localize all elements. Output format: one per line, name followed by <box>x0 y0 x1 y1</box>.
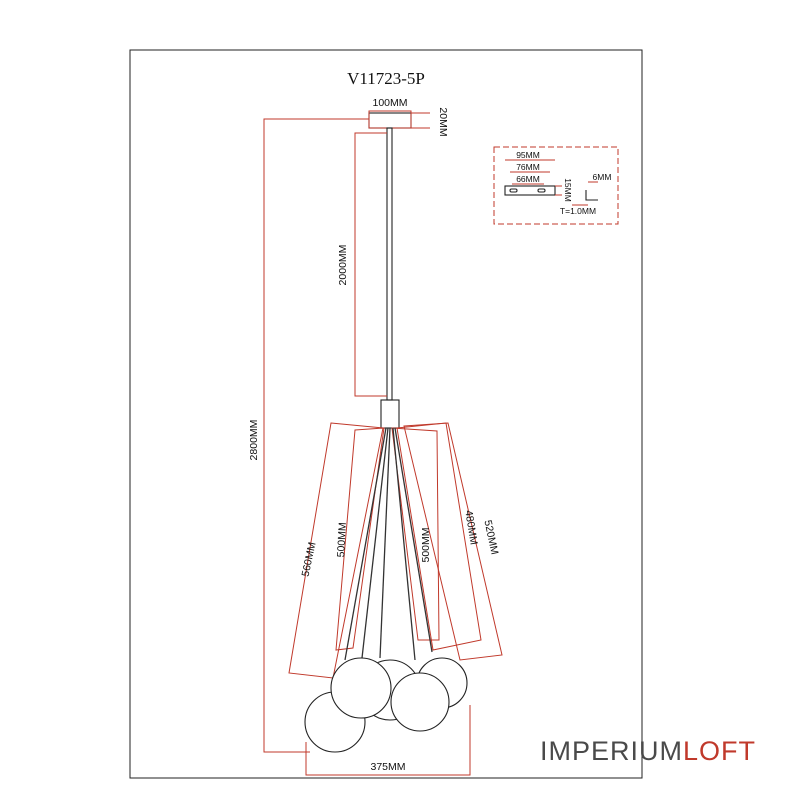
model-title: V11723-5P <box>347 69 425 88</box>
overall-width-label: 375MM <box>370 761 405 773</box>
canopy-height-label: 20MM <box>437 107 449 136</box>
total-height-label: 2800MM <box>248 420 260 461</box>
wire-2-label: 500MM <box>335 522 349 558</box>
rod-length-label: 2000MM <box>337 245 349 286</box>
bracket-width-inner-label: 66MM <box>516 174 540 184</box>
wire-5-label: 520MM <box>481 519 500 556</box>
wire-1-label: 560MM <box>300 541 319 578</box>
overall-width-dimension <box>305 705 471 776</box>
total-height-dimension <box>263 118 369 753</box>
brand-part-2: LOFT <box>683 736 756 766</box>
brand-logo: IMPERIUMLOFT <box>540 736 756 766</box>
bracket-width-outer-label: 95MM <box>516 150 540 160</box>
rod-length-dimension <box>354 132 387 397</box>
canopy-width-label: 100MM <box>372 97 407 109</box>
wire-4 <box>392 427 416 661</box>
wire-2-dimension <box>335 427 385 651</box>
wire-5 <box>394 427 433 653</box>
suspension-rod <box>386 127 393 401</box>
bracket-thickness-label: T=1.0MM <box>560 206 596 216</box>
glass-globe-2 <box>330 657 392 719</box>
wire-4-label: 480MM <box>462 509 479 545</box>
bracket-depth-label: 6MM <box>593 172 612 182</box>
drawing-frame <box>129 49 643 779</box>
wire-5-dimension <box>403 422 503 661</box>
bracket-plate <box>504 185 556 196</box>
canopy-dimension-box <box>368 110 412 129</box>
wire-3 <box>379 427 391 659</box>
bracket-slot-left <box>509 188 518 193</box>
bracket-profile <box>585 190 598 201</box>
mounting-bracket-detail: 95MM 76MM 66MM 15MM 6MM T=1.0MM <box>493 146 619 225</box>
wire-1 <box>344 427 387 661</box>
bracket-detail-frame <box>493 146 619 225</box>
bracket-width-mid-label: 76MM <box>516 162 540 172</box>
wire-hub <box>380 399 400 429</box>
glass-globe-4 <box>390 672 450 732</box>
brand-part-1: IMPERIUM <box>540 736 683 766</box>
wire-3-label: 500MM <box>420 527 432 562</box>
wire-3-dimension <box>391 427 440 641</box>
wire-2 <box>361 427 389 659</box>
bracket-slot-right <box>537 188 546 193</box>
ceiling-canopy <box>368 112 412 129</box>
bracket-height-label: 15MM <box>563 178 573 202</box>
